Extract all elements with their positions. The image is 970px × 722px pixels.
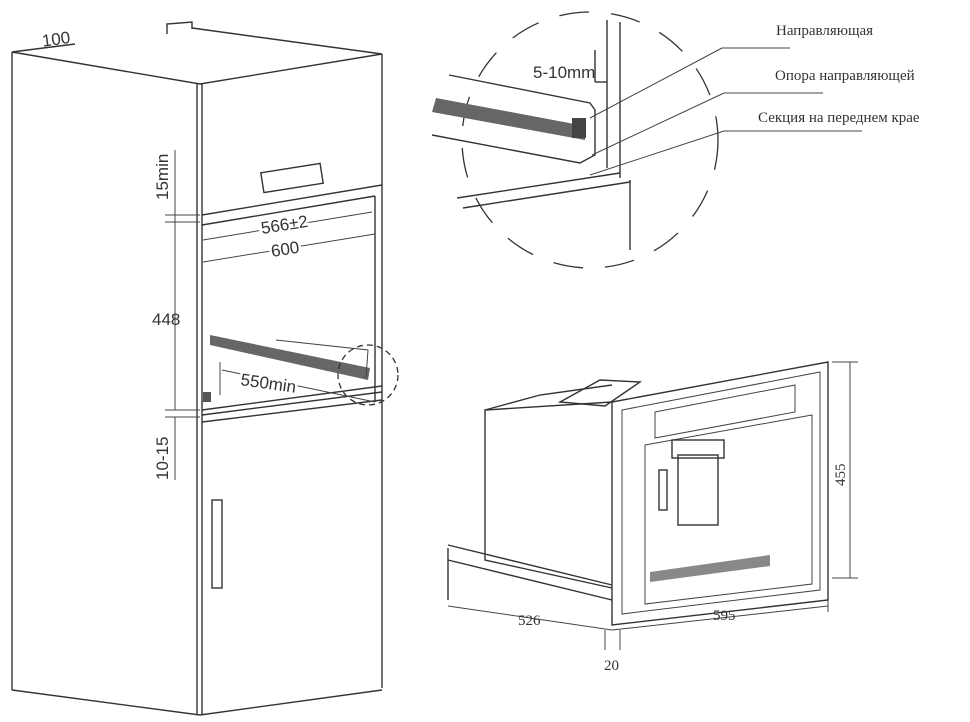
dim-gap-top: 15min	[153, 154, 172, 200]
label-rail-support: Опора направляющей	[775, 68, 915, 84]
coffee-machine-drawing	[447, 361, 858, 650]
drawer-rail	[210, 335, 370, 380]
dim-front-frame: 20	[604, 658, 619, 674]
label-front-edge-section: Секция на переднем крае	[758, 110, 920, 126]
dim-depth: 550min	[239, 370, 297, 397]
dim-appliance-width: 595	[713, 608, 736, 624]
dim-niche-height: 448	[152, 310, 180, 329]
dim-gap: 5-10mm	[533, 63, 595, 82]
dim-gap-bottom: 10-15	[153, 437, 172, 480]
detail-view-drawing	[431, 11, 862, 269]
dim-outer-width: 600	[270, 238, 301, 261]
dim-appliance-depth: 526	[518, 613, 541, 629]
upper-door-handle	[260, 162, 324, 194]
cabinet-drawing	[11, 21, 399, 716]
dim-inner-width: 566±2	[260, 212, 310, 238]
dim-height: 455	[833, 464, 849, 487]
dim-top-offset: 100	[41, 28, 72, 51]
detail-callout-circle	[337, 344, 399, 406]
lower-door-handle	[211, 499, 223, 589]
label-guide-rail: Направляющая	[776, 23, 873, 39]
